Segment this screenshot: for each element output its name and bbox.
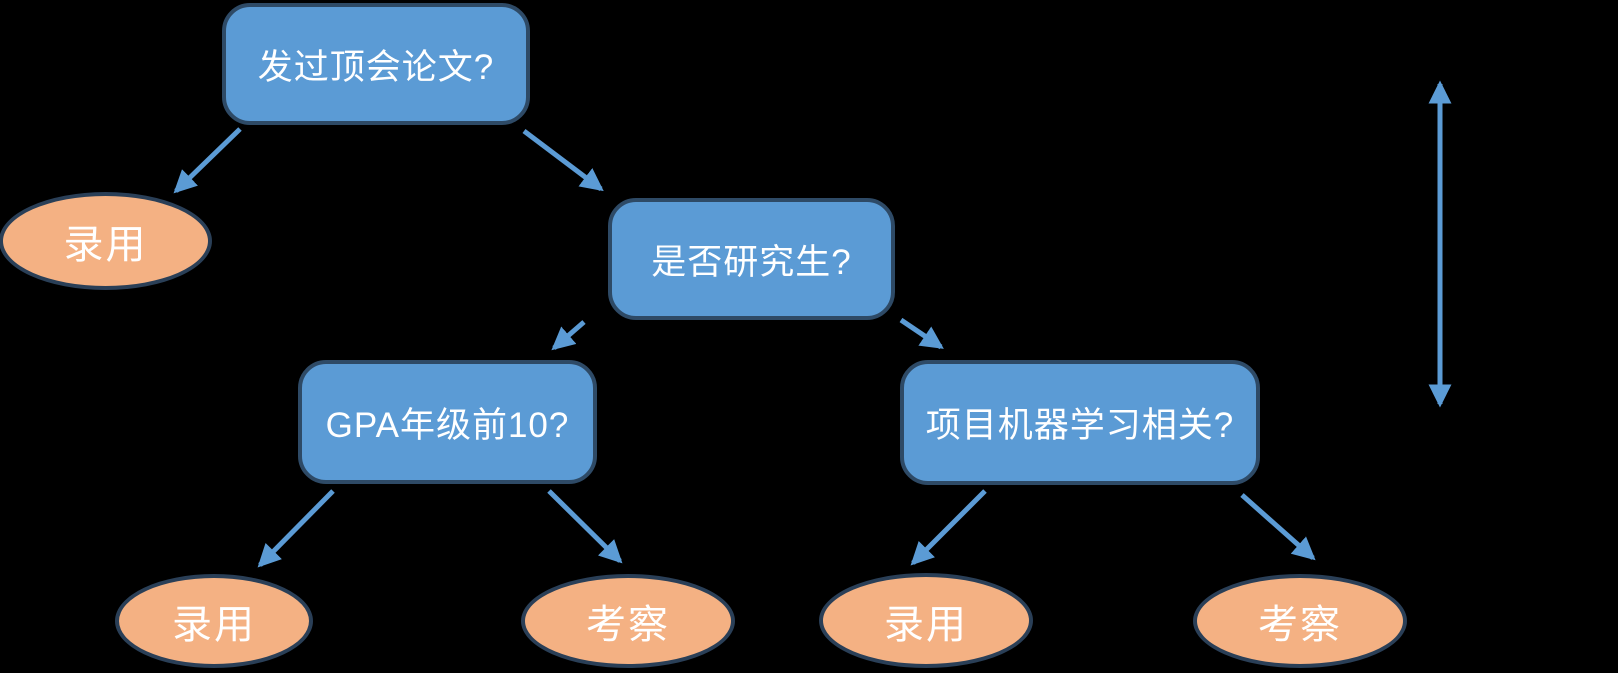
edge-root-to-grad-student [522, 129, 604, 192]
leaf-node-label: 考察 [1258, 602, 1342, 647]
leaf-node-label: 录用 [884, 601, 968, 647]
leaf-node-accept-ml: 录用 [819, 573, 1033, 668]
leaf-node-label: 录用 [172, 602, 256, 647]
edge-grad-student-to-gpa [551, 320, 586, 351]
edge-grad-student-to-ml [899, 317, 944, 350]
decision-node-label: 是否研究生? [651, 242, 852, 282]
decision-node-label: GPA年级前10? [325, 405, 570, 445]
leaf-node-accept-gpa: 录用 [115, 574, 313, 668]
edge-ml-to-accept [910, 489, 987, 566]
decision-node-ml-project: 项目机器学习相关? [900, 360, 1260, 485]
decision-node-label: 发过顶会论文? [257, 47, 495, 87]
leaf-node-label: 考察 [586, 602, 670, 647]
leaf-node-examine-gpa: 考察 [521, 574, 735, 668]
leaf-node-label: 录用 [63, 222, 148, 267]
edge-root-to-accept [173, 127, 242, 194]
edge-gpa-to-accept [257, 489, 335, 568]
leaf-node-accept-root: 录用 [0, 192, 212, 290]
edge-gpa-to-examine [547, 489, 623, 564]
leaf-node-examine-ml: 考察 [1193, 574, 1407, 668]
decision-node-graduate-student: 是否研究生? [608, 198, 895, 320]
decision-node-label: 项目机器学习相关? [925, 406, 1235, 445]
decision-node-top-conference-paper: 发过顶会论文? [222, 3, 530, 125]
decision-node-gpa-top10: GPA年级前10? [298, 360, 597, 484]
edge-ml-to-examine [1240, 493, 1316, 561]
